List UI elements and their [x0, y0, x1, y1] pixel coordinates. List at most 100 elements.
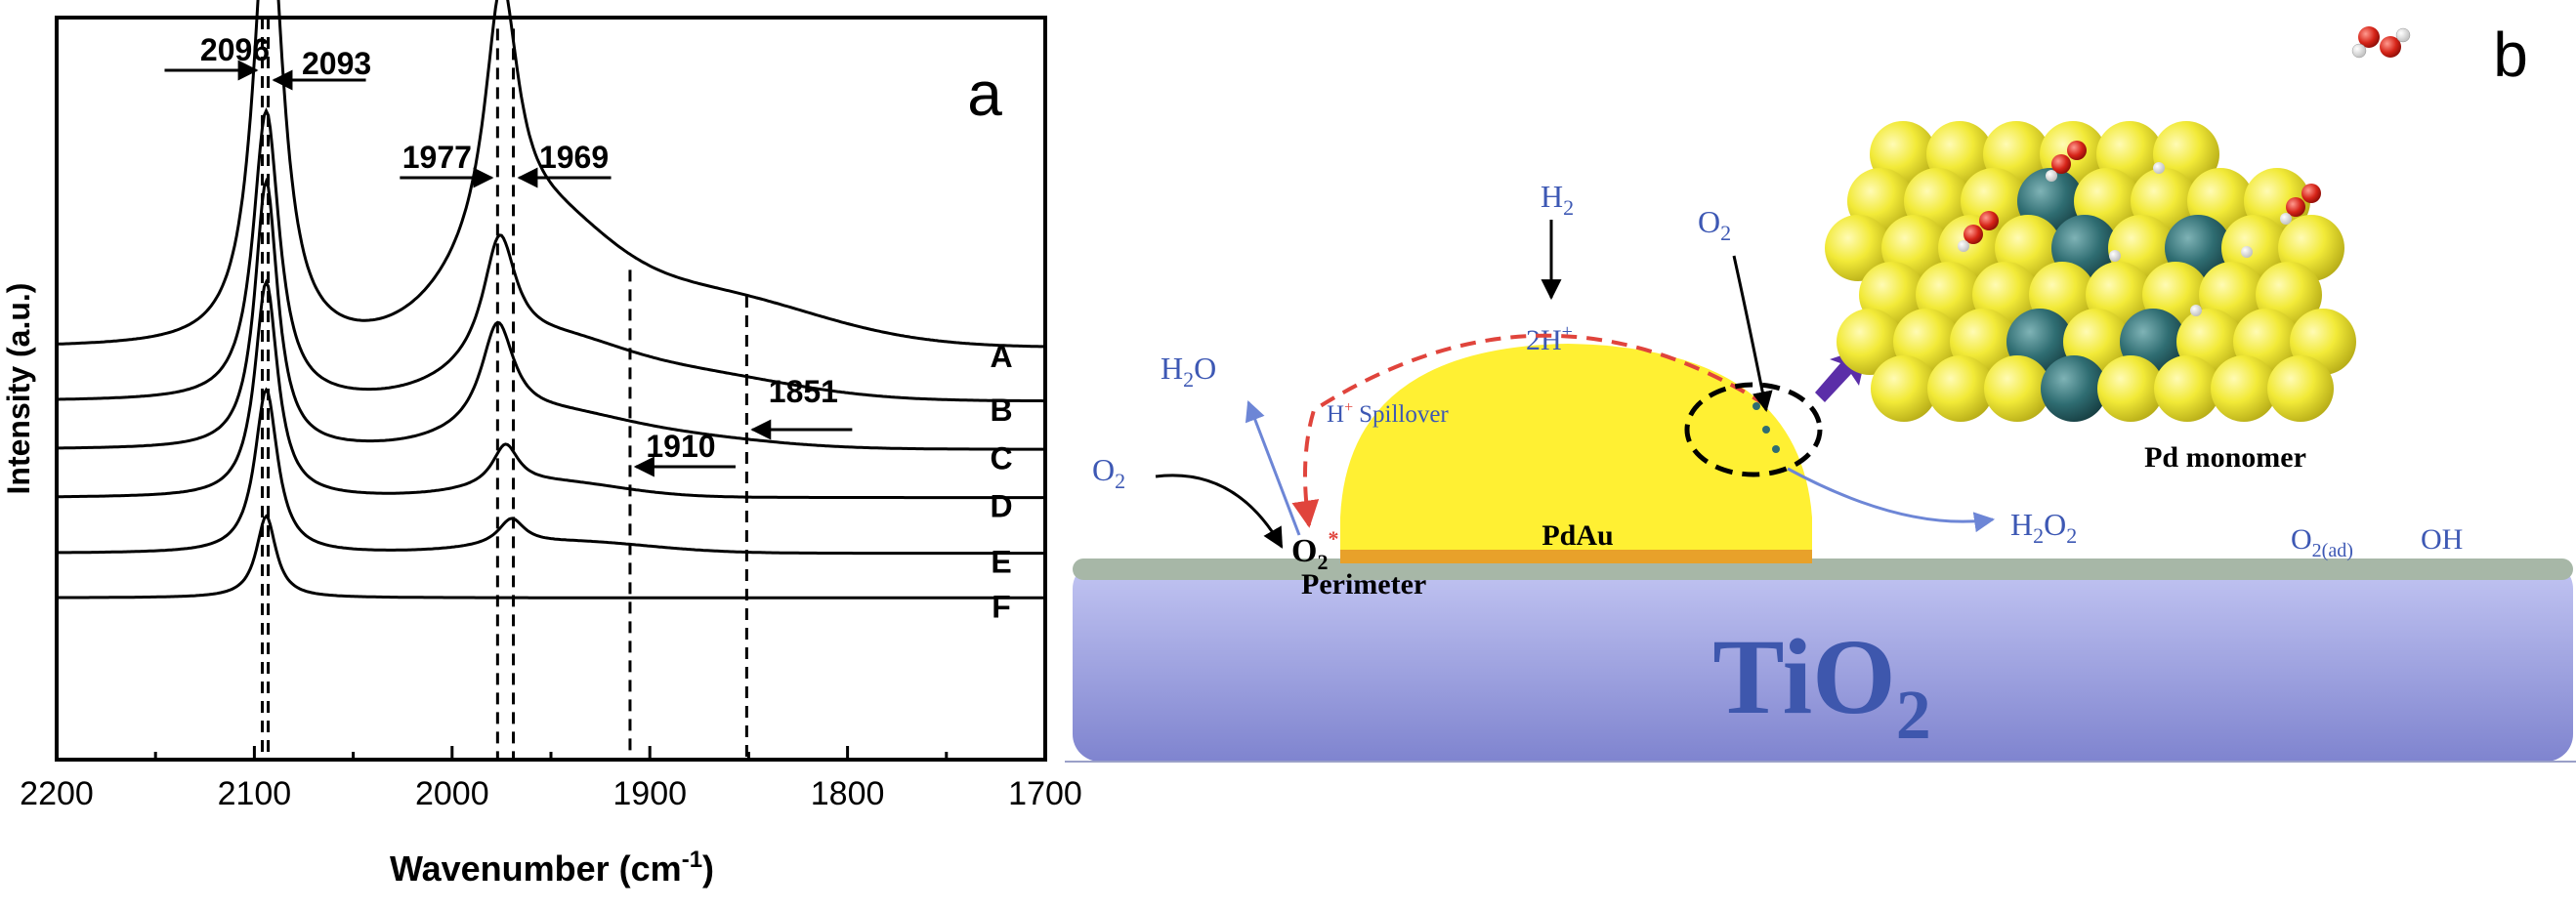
pd-atom [2041, 355, 2107, 422]
h2o2-release-arrow [1787, 467, 1996, 533]
oxygen-atom [2067, 141, 2087, 160]
spillover-label: H+Spillover [1327, 399, 1449, 428]
h2o-sub: 2 [1183, 367, 1194, 392]
series-line [57, 177, 1045, 451]
oxygen-atom [2358, 26, 2380, 48]
o2-top-label: O2 [1698, 204, 1731, 245]
active-site-dot [1772, 445, 1780, 453]
pd-monomer-label: Pd monomer [2144, 441, 2306, 474]
o2-top-sub: 2 [1720, 221, 1731, 245]
h2o2-sub2: 2 [2066, 523, 2077, 548]
particle-interface [1340, 550, 1812, 563]
active-site-ellipse [1684, 382, 1823, 477]
x-tick-label: 2000 [415, 775, 489, 812]
pdau-particle [1340, 344, 1812, 563]
au-atom [2097, 355, 2164, 422]
two-h-text: 2H [1526, 324, 1562, 356]
oxygen-atom [2286, 197, 2305, 217]
hydrogen-atom [1958, 240, 1969, 252]
perimeter-label: Perimeter [1301, 568, 1426, 600]
hydrogen-atom [2109, 250, 2121, 262]
au-atom [1871, 355, 1937, 422]
au-atom [1984, 355, 2050, 422]
au-atom [2211, 355, 2277, 422]
pdau-label: PdAu [1541, 519, 1613, 552]
series-label: C [990, 440, 1012, 476]
pd-monomer-lattice [1825, 121, 2356, 422]
hydrogen-atom [2153, 162, 2165, 174]
x-tick-label: 1800 [811, 775, 885, 812]
h2o-label: H2O [1161, 351, 1216, 392]
h2o-h: H [1161, 351, 1183, 386]
o2-top-text: O [1698, 204, 1720, 239]
o2-left-label: O2 [1092, 452, 1125, 493]
o2ad-text: O [2291, 523, 2312, 556]
hydrogen-atom [2280, 213, 2292, 225]
spillover-word: Spillover [1359, 401, 1449, 428]
two-h-sup: + [1562, 321, 1573, 343]
au-atom [2267, 355, 2334, 422]
oxygen-atom [2051, 154, 2071, 174]
spillover-sup: + [1344, 399, 1353, 416]
h2o2-h: H [2010, 507, 2033, 542]
au-atom [1927, 355, 1994, 422]
hydrogen-atom [2351, 43, 2367, 59]
oxygen-atom [2380, 36, 2401, 58]
oxygen-atom [1979, 211, 1999, 230]
active-site-dot [1762, 426, 1770, 434]
series-line [57, 106, 1045, 403]
tio2-text: TiO [1712, 617, 1896, 736]
oxygen-atom [2302, 184, 2321, 203]
h2-text: H [1541, 179, 1563, 214]
panel-b-label: b [2493, 20, 2528, 90]
series-line [56, 387, 1045, 556]
series-label: B [990, 393, 1012, 428]
h2o2-molecule-icon [2351, 26, 2411, 59]
x-axis-label-close: ) [702, 848, 714, 889]
h2o2-sub1: 2 [2033, 523, 2044, 548]
au-atom [1837, 309, 1903, 375]
peak-label: 1910 [646, 429, 715, 464]
o2ad-sub: 2(ad) [2312, 540, 2353, 561]
spillover-arrow [1291, 333, 1768, 528]
tio2-sub: 2 [1896, 676, 1931, 754]
series-label: D [990, 489, 1012, 524]
hydrogen-atom [2190, 305, 2202, 316]
x-tick-label: 2200 [20, 775, 94, 812]
panel-a-label: a [967, 59, 1002, 129]
h2o2-label: H2O2 [2010, 507, 2077, 548]
h2o-o: O [1194, 351, 1216, 386]
series-line [56, 514, 1045, 600]
au-atom [2154, 355, 2220, 422]
series-label: F [992, 589, 1011, 624]
series-line [56, 0, 1046, 349]
hydrogen-atom [2395, 27, 2411, 43]
hydrogen-atom [2046, 170, 2057, 182]
o2-star-sup: * [1328, 526, 1338, 551]
o2-star-sub: 2 [1317, 550, 1328, 574]
tio2-label: TiO2 [1712, 617, 1931, 754]
x-tick-label: 1700 [1008, 775, 1082, 812]
two-h-plus-label: 2H+ [1526, 321, 1573, 356]
h2o2-o: O [2044, 507, 2066, 542]
o2-left-sub: 2 [1115, 469, 1125, 493]
reference-lines [260, 18, 748, 760]
au-atom [1825, 215, 1891, 281]
h2-sub: 2 [1563, 195, 1574, 220]
o2ad-label: O2(ad) [2291, 523, 2353, 561]
hydrogen-atom [2241, 246, 2253, 258]
peak-label: 2096 [200, 32, 270, 67]
plot-frame [55, 16, 1047, 762]
h2-label: H2 [1541, 179, 1574, 220]
support-surface-layer [1073, 558, 2573, 580]
peak-label: 1977 [402, 140, 472, 175]
panel-b-schematic: TiO2 PdAu Perimeter O2 O2* H2O H2 2H+ H+… [1065, 20, 2576, 763]
o2-star-label: O2* [1291, 526, 1338, 574]
x-tick-label: 2100 [218, 775, 292, 812]
peak-label: 1969 [539, 140, 609, 175]
series-line [57, 278, 1045, 500]
h2o-release-arrow [1245, 400, 1301, 536]
